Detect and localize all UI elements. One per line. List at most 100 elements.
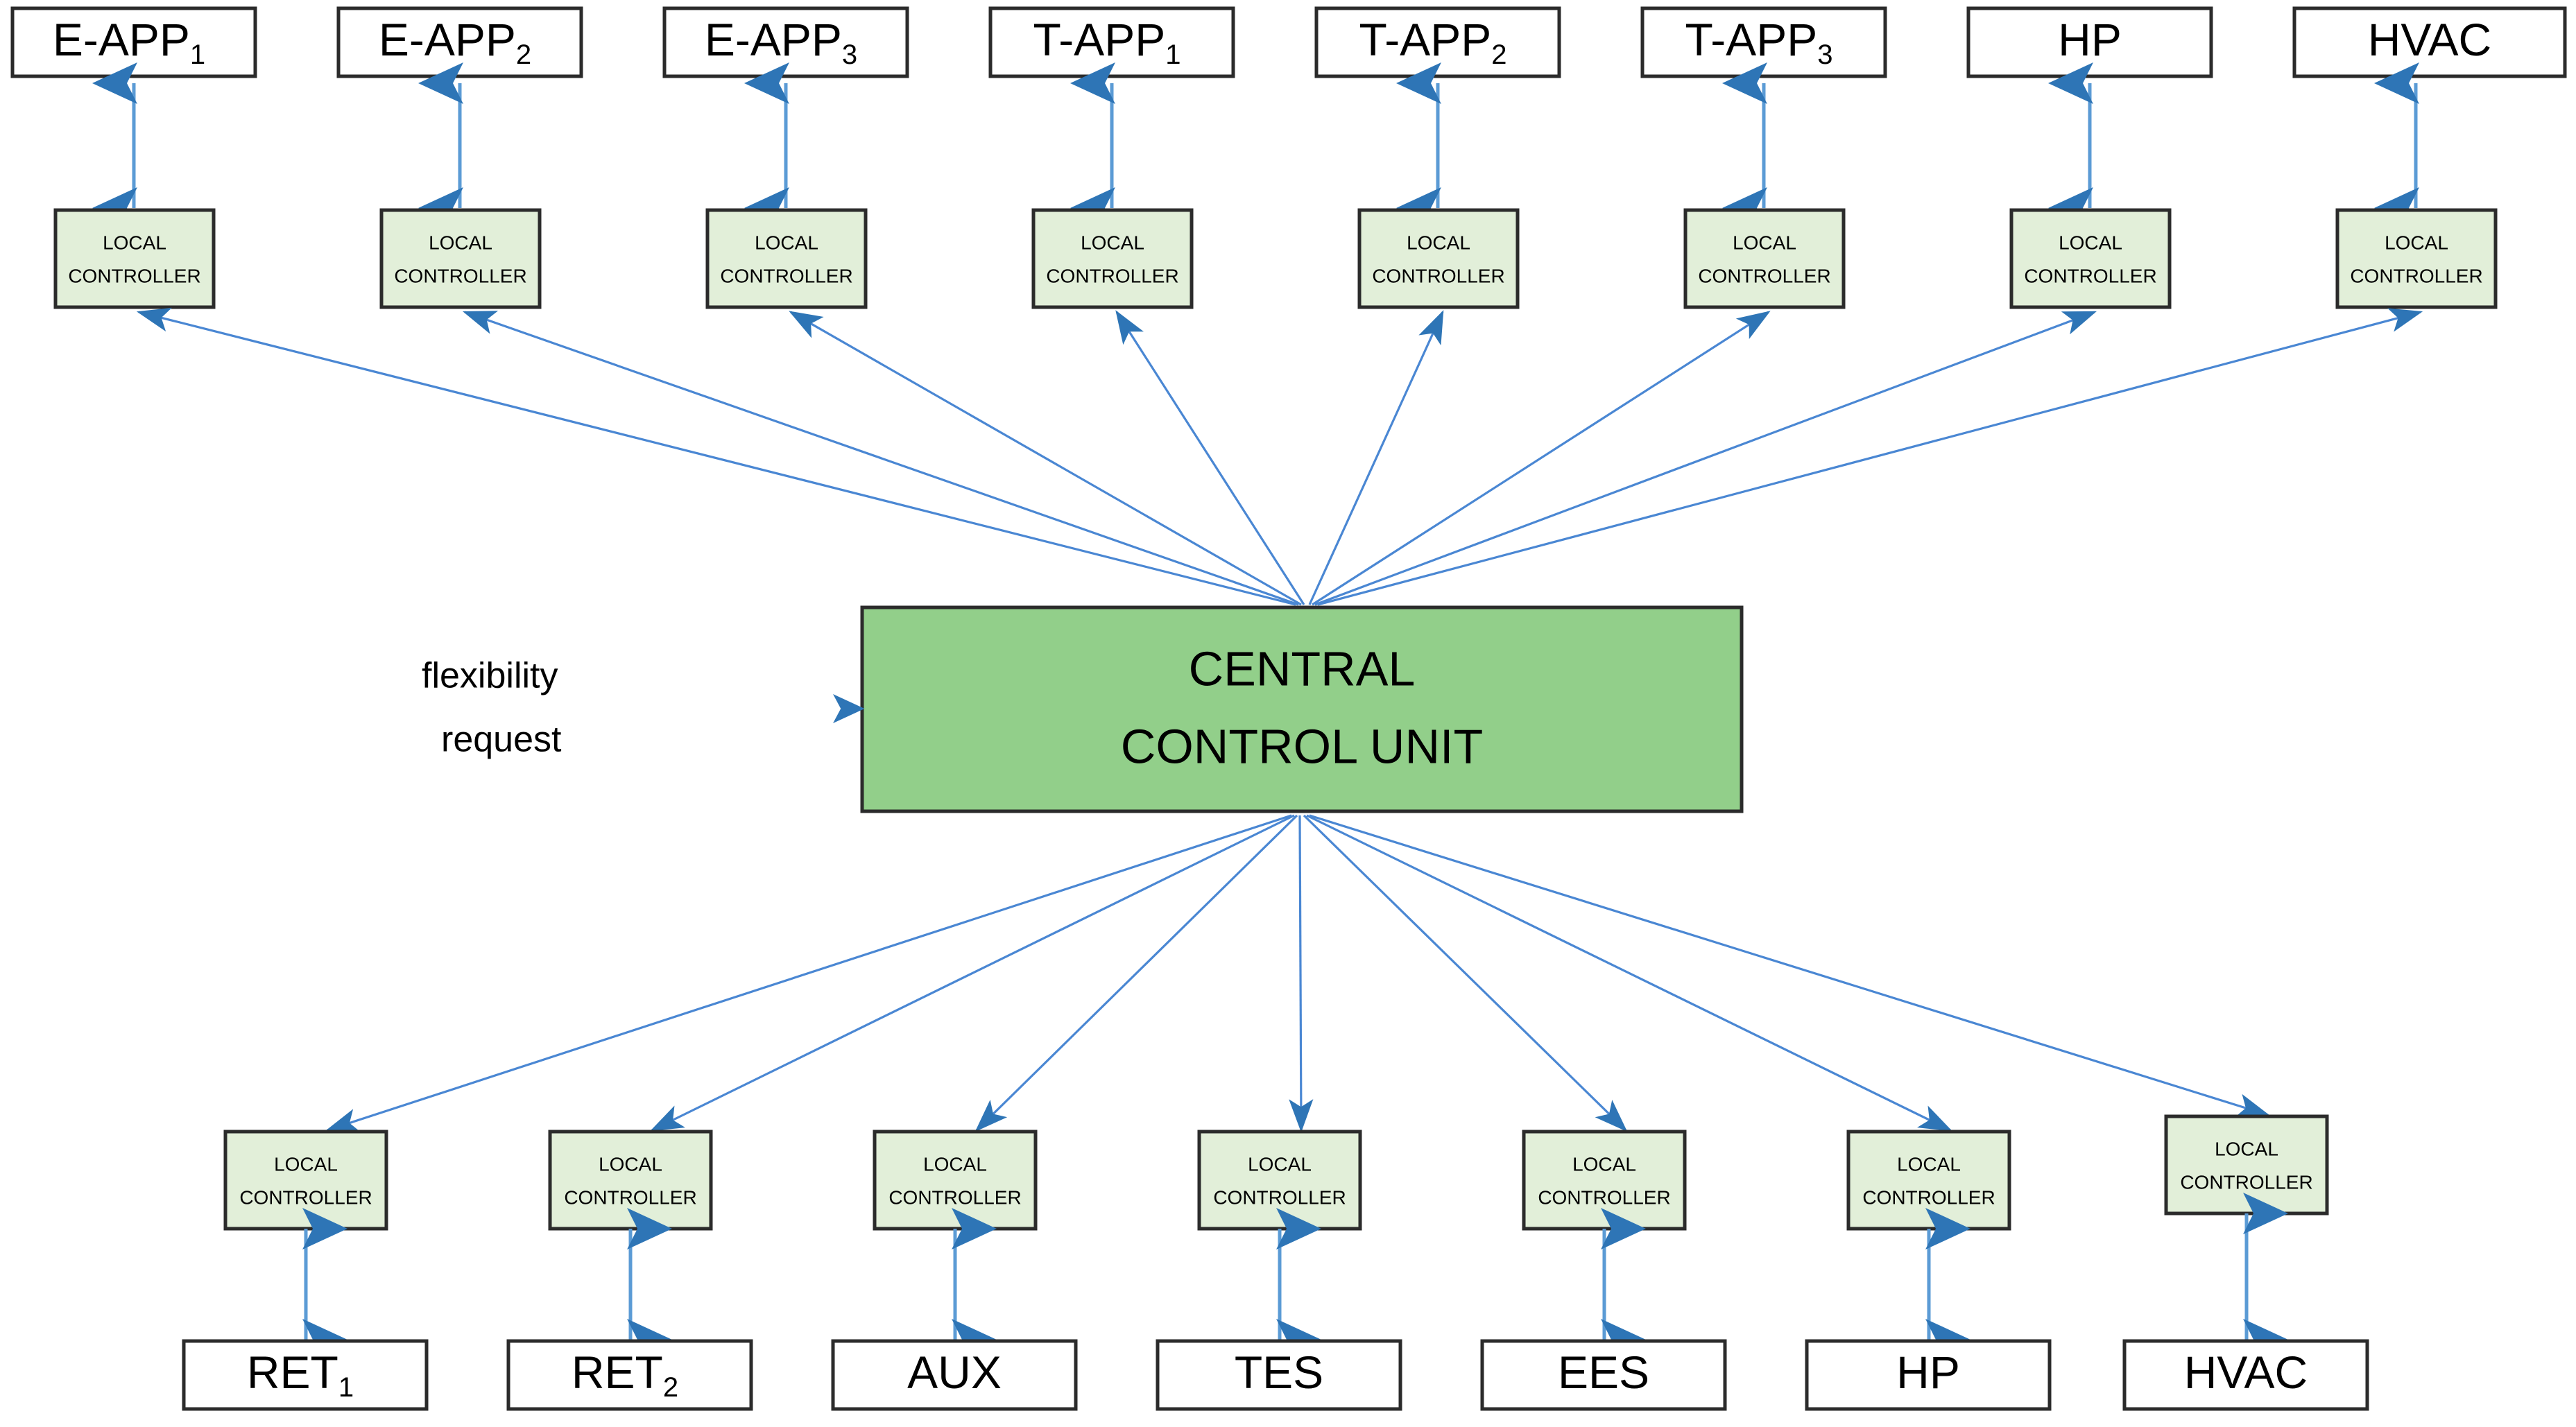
bottom-local-controller-1[interactable]: LOCAL CONTROLLER — [223, 1130, 388, 1231]
local-controller-line1: LOCAL — [1248, 1153, 1312, 1175]
bottom-device-label-6: HP — [1896, 1347, 1960, 1398]
box-outline — [1357, 208, 1520, 309]
top-app-box-3[interactable]: E-APP3 — [662, 6, 909, 78]
local-controller-line1: LOCAL — [1572, 1153, 1636, 1175]
bottom-device-box-7[interactable]: HVAC — [2122, 1339, 2369, 1411]
fan-down-5 — [1303, 814, 1628, 1132]
box-outline — [53, 208, 216, 309]
flexibility-request-line1: flexibility — [422, 656, 558, 696]
top-local-controller-8[interactable]: LOCAL CONTROLLER — [2335, 208, 2498, 309]
local-controller-line2: CONTROLLER — [394, 265, 526, 286]
local-controller-line2: CONTROLLER — [888, 1186, 1021, 1208]
box-outline — [379, 208, 542, 309]
top-app-label-2: E-APP2 — [379, 14, 531, 69]
top-local-controller-7[interactable]: LOCAL CONTROLLER — [2009, 208, 2172, 309]
bottom-device-label-2: RET2 — [572, 1347, 678, 1402]
local-controller-line1: LOCAL — [1081, 232, 1144, 253]
box-outline — [1805, 1339, 2052, 1411]
box-outline — [1031, 208, 1194, 309]
bottom-local-controller-5[interactable]: LOCAL CONTROLLER — [1522, 1130, 1687, 1231]
bottom-device-row: RET1 RET2 AUX TES — [182, 1339, 2369, 1411]
top-local-controller-1[interactable]: LOCAL CONTROLLER — [53, 208, 216, 309]
box-outline — [2122, 1339, 2369, 1411]
top-app-label-8: HVAC — [2368, 14, 2491, 65]
local-controller-line2: CONTROLLER — [2024, 265, 2156, 286]
box-outline — [1197, 1130, 1362, 1231]
fan-up-3 — [789, 311, 1302, 606]
box-outline — [1522, 1130, 1687, 1231]
bottom-local-controller-4[interactable]: LOCAL CONTROLLER — [1197, 1130, 1362, 1231]
fan-up-7 — [1314, 311, 2097, 606]
local-controller-line2: CONTROLLER — [1698, 265, 1830, 286]
bottom-device-box-5[interactable]: EES — [1480, 1339, 1727, 1411]
bottom-local-controller-7[interactable]: LOCAL CONTROLLER — [2164, 1114, 2329, 1216]
bottom-device-box-2[interactable]: RET2 — [506, 1339, 753, 1411]
local-controller-line2: CONTROLLER — [68, 265, 200, 286]
bottom-device-label-5: EES — [1558, 1347, 1649, 1398]
bottom-device-box-3[interactable]: AUX — [831, 1339, 1078, 1411]
box-outline — [2292, 6, 2567, 78]
bottom-device-box-4[interactable]: TES — [1156, 1339, 1402, 1411]
local-controller-line2: CONTROLLER — [720, 265, 852, 286]
top-local-controller-5[interactable]: LOCAL CONTROLLER — [1357, 208, 1520, 309]
central-unit-line2: CONTROL UNIT — [1121, 719, 1483, 773]
central-unit-line1: CENTRAL — [1189, 641, 1416, 695]
fan-down-7 — [1309, 814, 2271, 1118]
local-controller-line1: LOCAL — [2385, 232, 2448, 253]
bottom-device-box-6[interactable]: HP — [1805, 1339, 2052, 1411]
box-outline — [506, 1339, 753, 1411]
box-outline — [1480, 1339, 1727, 1411]
box-outline — [1683, 208, 1846, 309]
top-app-label-1: E-APP1 — [53, 14, 205, 69]
bottom-local-controller-3[interactable]: LOCAL CONTROLLER — [873, 1130, 1038, 1231]
fan-down-2 — [650, 814, 1295, 1132]
local-controller-line2: CONTROLLER — [564, 1186, 696, 1208]
top-app-label-4: T-APP1 — [1033, 14, 1181, 69]
box-outline — [2335, 208, 2498, 309]
local-controller-line1: LOCAL — [2215, 1138, 2278, 1159]
fan-up-1 — [136, 307, 1296, 606]
top-app-label-5: T-APP2 — [1359, 14, 1507, 69]
top-local-controller-6[interactable]: LOCAL CONTROLLER — [1683, 208, 1846, 309]
top-app-box-7[interactable]: HP — [1966, 6, 2213, 78]
local-controller-line1: LOCAL — [274, 1153, 338, 1175]
local-controller-line1: LOCAL — [1407, 232, 1470, 253]
bottom-device-label-1: RET1 — [247, 1347, 354, 1402]
bottom-local-controller-6[interactable]: LOCAL CONTROLLER — [1846, 1130, 2011, 1231]
local-controller-line2: CONTROLLER — [1046, 265, 1178, 286]
fan-up-4 — [1115, 310, 1305, 605]
fan-down-3 — [974, 814, 1298, 1132]
box-outline — [873, 1130, 1038, 1231]
bottom-device-label-4: TES — [1235, 1347, 1323, 1398]
flexibility-request-line2: request — [441, 720, 562, 760]
top-app-box-8[interactable]: HVAC — [2292, 6, 2567, 78]
lower-fan-connectors — [325, 814, 2271, 1133]
top-app-box-6[interactable]: T-APP3 — [1640, 6, 1887, 78]
local-controller-line2: CONTROLLER — [239, 1186, 372, 1208]
local-controller-line2: CONTROLLER — [1862, 1186, 1995, 1208]
fan-up-8 — [1317, 308, 2423, 606]
top-app-box-1[interactable]: E-APP1 — [10, 6, 257, 78]
top-app-box-5[interactable]: T-APP2 — [1314, 6, 1561, 78]
fan-down-1 — [325, 814, 1292, 1132]
box-outline — [548, 1130, 713, 1231]
top-local-controller-3[interactable]: LOCAL CONTROLLER — [705, 208, 868, 309]
box-outline — [2164, 1114, 2329, 1216]
fan-down-6 — [1306, 814, 1952, 1132]
local-controller-line1: LOCAL — [2059, 232, 2122, 253]
central-control-unit[interactable]: CENTRAL CONTROL UNIT — [860, 605, 1744, 813]
bottom-vertical-connectors — [302, 1193, 2288, 1360]
box-outline — [2009, 208, 2172, 309]
top-local-controller-2[interactable]: LOCAL CONTROLLER — [379, 208, 542, 309]
top-local-controller-4[interactable]: LOCAL CONTROLLER — [1031, 208, 1194, 309]
top-app-box-2[interactable]: E-APP2 — [336, 6, 583, 78]
box-outline — [860, 605, 1744, 813]
local-controller-line1: LOCAL — [599, 1153, 662, 1175]
local-controller-line1: LOCAL — [1733, 232, 1796, 253]
bottom-device-box-1[interactable]: RET1 — [182, 1339, 429, 1411]
bottom-local-controller-2[interactable]: LOCAL CONTROLLER — [548, 1130, 713, 1231]
fan-up-6 — [1312, 311, 1771, 606]
box-outline — [1156, 1339, 1402, 1411]
top-app-box-4[interactable]: T-APP1 — [988, 6, 1235, 78]
